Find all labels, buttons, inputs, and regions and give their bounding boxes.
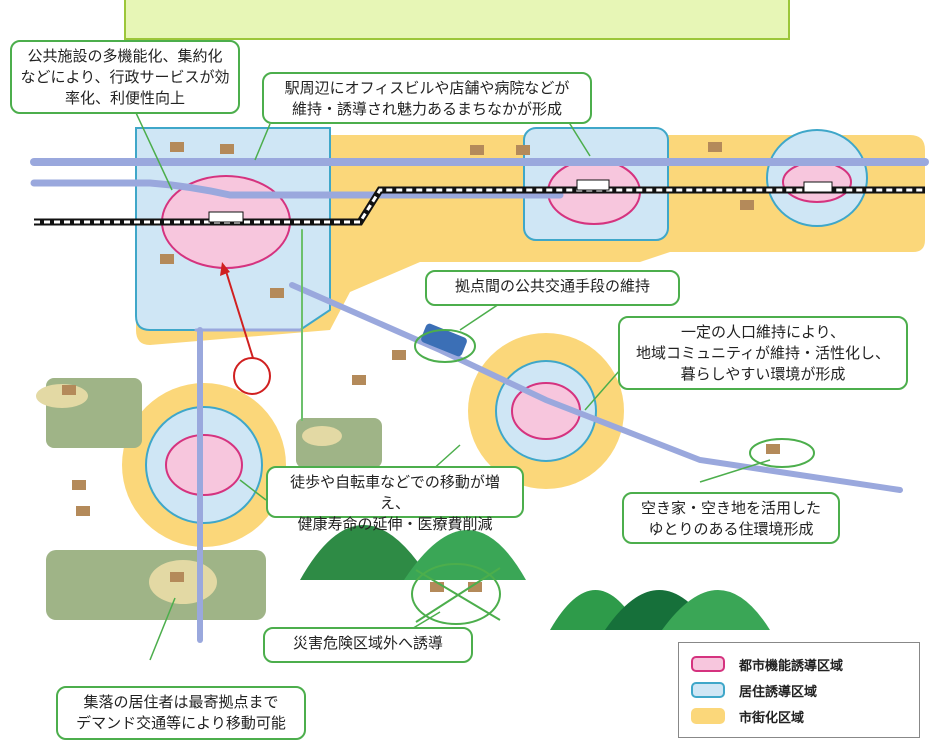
- callout-disaster: 災害危険区域外へ誘導: [263, 627, 473, 663]
- vacant-lot-marker: [749, 438, 815, 468]
- legend-swatch-residential-zone: [691, 682, 725, 698]
- legend-item-urbanization-area: 市街化区域: [691, 703, 907, 729]
- callout-walking: 徒歩や自転車などでの移動が増え、 健康寿命の延伸・医療費削減: [266, 466, 524, 533]
- roads: [30, 158, 929, 643]
- bus-icon: [414, 323, 476, 363]
- railway: [34, 179, 925, 226]
- legend-item-function-zone: 都市機能誘導区域: [691, 651, 907, 677]
- legend-item-residential-zone: 居住誘導区域: [691, 677, 907, 703]
- callout-transit: 拠点間の公共交通手段の維持: [425, 270, 680, 306]
- callout-vacant: 空き家・空き地を活用した ゆとりのある住環境形成: [622, 492, 840, 544]
- callout-settlement: 集落の居住者は最寄拠点まで デマンド交通等により移動可能: [56, 686, 306, 740]
- red-arrow: [220, 262, 271, 395]
- disaster-zone-marker: [411, 563, 501, 625]
- houses: [62, 142, 780, 592]
- callout-multi-function: 公共施設の多機能化、集約化 などにより、行政サービスが効 率化、利便性向上: [10, 40, 240, 114]
- legend-swatch-urbanization-area: [691, 708, 725, 724]
- callout-community: 一定の人口維持により、 地域コミュニティが維持・活性化し、 暮らしやすい環境が形…: [618, 316, 908, 390]
- title-banner: [124, 0, 790, 40]
- legend-swatch-function-zone: [691, 656, 725, 672]
- callout-station-area: 駅周辺にオフィスビルや店舗や病院などが 維持・誘導され魅力あるまちなかが形成: [262, 72, 592, 124]
- legend: 都市機能誘導区域 居住誘導区域 市街化区域: [678, 642, 920, 738]
